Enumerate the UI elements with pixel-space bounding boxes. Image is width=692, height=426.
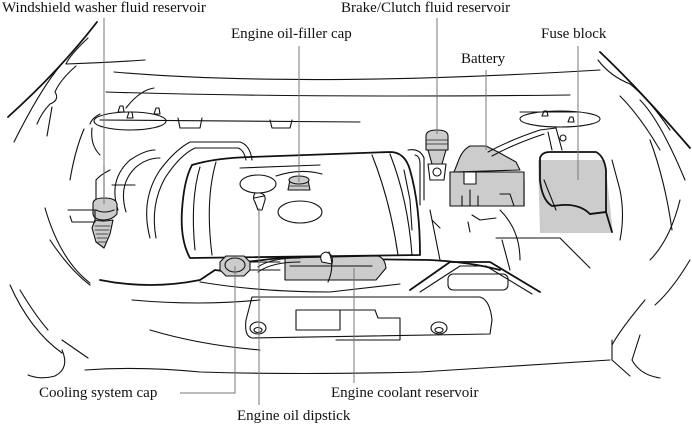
engine-oil-dipstick bbox=[252, 192, 266, 211]
label-engine-oil-filler-cap: Engine oil-filler cap bbox=[231, 26, 352, 42]
label-battery: Battery bbox=[461, 51, 506, 67]
hoses bbox=[95, 141, 253, 239]
cooling-system-cap bbox=[219, 255, 281, 277]
label-engine-oil-dipstick: Engine oil dipstick bbox=[237, 408, 351, 424]
label-engine-coolant-reservoir: Engine coolant reservoir bbox=[331, 385, 479, 401]
misc-lines bbox=[403, 149, 521, 261]
fuse-block bbox=[538, 151, 613, 233]
label-brake-clutch-fluid-reservoir: Brake/Clutch fluid reservoir bbox=[341, 0, 511, 16]
leader-lines bbox=[103, 18, 579, 405]
windshield-washer-fluid-reservoir bbox=[67, 197, 118, 249]
left-fender-outline bbox=[7, 21, 146, 379]
cowl-lines bbox=[93, 69, 601, 131]
engine-cover bbox=[180, 151, 421, 259]
brake-clutch-fluid-reservoir bbox=[425, 129, 449, 181]
label-cooling-system-cap: Cooling system cap bbox=[39, 385, 158, 401]
cross-member-plate bbox=[245, 237, 591, 341]
label-windshield-washer-fluid-reservoir: Windshield washer fluid reservoir bbox=[2, 0, 206, 16]
battery bbox=[449, 127, 567, 207]
leader-cooling-cap bbox=[180, 266, 236, 394]
right-fender-outline bbox=[597, 51, 691, 379]
label-fuse-block: Fuse block bbox=[541, 26, 607, 42]
